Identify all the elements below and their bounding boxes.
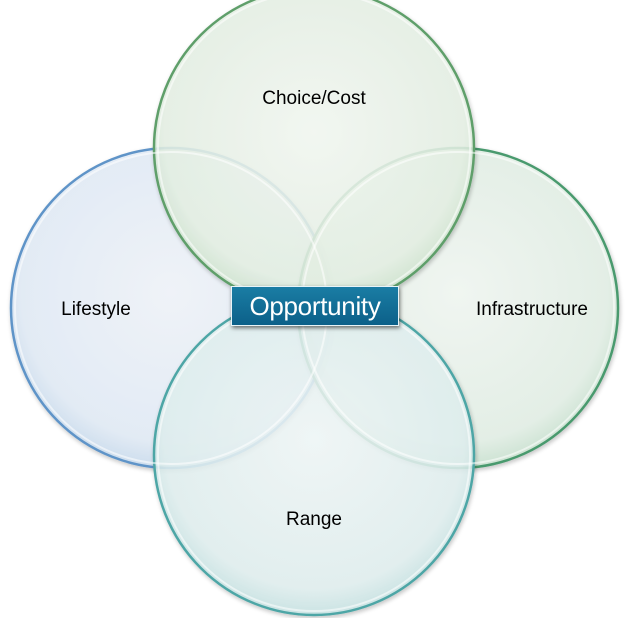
center-label: Opportunity xyxy=(249,290,381,321)
center-label-box: Opportunity xyxy=(231,286,399,326)
label-range: Range xyxy=(286,509,342,530)
label-lifestyle: Lifestyle xyxy=(61,299,131,320)
label-infrastructure: Infrastructure xyxy=(476,299,588,320)
circle-range xyxy=(152,293,476,617)
label-choice-cost: Choice/Cost xyxy=(262,88,366,109)
circle-choice-cost xyxy=(152,0,476,310)
